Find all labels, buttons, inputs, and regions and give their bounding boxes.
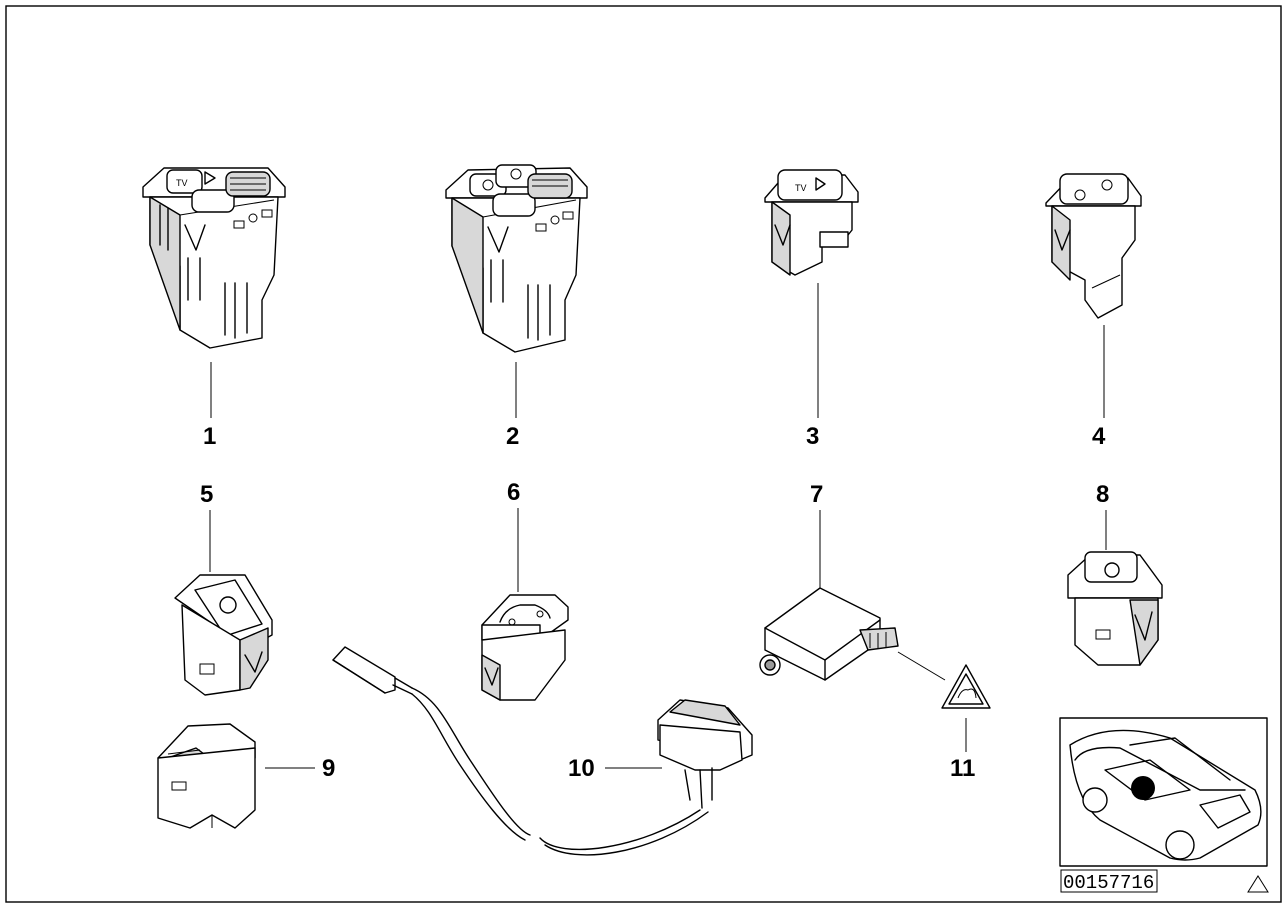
part-5-rocker-switch[interactable]: 5: [174, 481, 273, 696]
part-8-rocker-switch[interactable]: 8: [1067, 481, 1163, 666]
callout-7: 7: [810, 481, 823, 508]
callout-9: 9: [322, 755, 335, 782]
callout-4: 4: [1092, 423, 1106, 450]
callout-8: 8: [1096, 481, 1109, 508]
callout-2: 2: [506, 423, 519, 450]
corner-triangle-icon: [1247, 875, 1269, 893]
part-4-switch[interactable]: 4: [1045, 173, 1142, 450]
diagram-id: 00157716: [1063, 872, 1154, 894]
part-3-tv-switch[interactable]: TV 3: [764, 169, 859, 450]
part-1-switch-block[interactable]: TV 1: [142, 167, 286, 450]
diagram-id-box: 00157716: [1060, 869, 1158, 894]
part-11-warning-label[interactable]: 11: [941, 664, 991, 782]
car-locator-inset: [1059, 717, 1268, 867]
part-10-switch-harness[interactable]: 10: [332, 646, 753, 856]
part-2-switch-block[interactable]: 2: [445, 164, 588, 450]
tv3-button-label: TV: [795, 183, 807, 193]
tv-button-label: TV: [176, 178, 188, 188]
callout-11: 11: [950, 755, 975, 782]
diagram-frame: [5, 5, 1282, 903]
callout-1: 1: [203, 423, 216, 450]
callout-3: 3: [806, 423, 819, 450]
part-7-control-module[interactable]: 7: [759, 481, 946, 681]
callout-10: 10: [568, 755, 595, 782]
callout-6: 6: [507, 479, 520, 506]
callout-5: 5: [200, 481, 213, 508]
part-9-blanking-switch[interactable]: 9: [157, 723, 335, 829]
part-6-trunk-switch[interactable]: 6: [481, 479, 569, 701]
